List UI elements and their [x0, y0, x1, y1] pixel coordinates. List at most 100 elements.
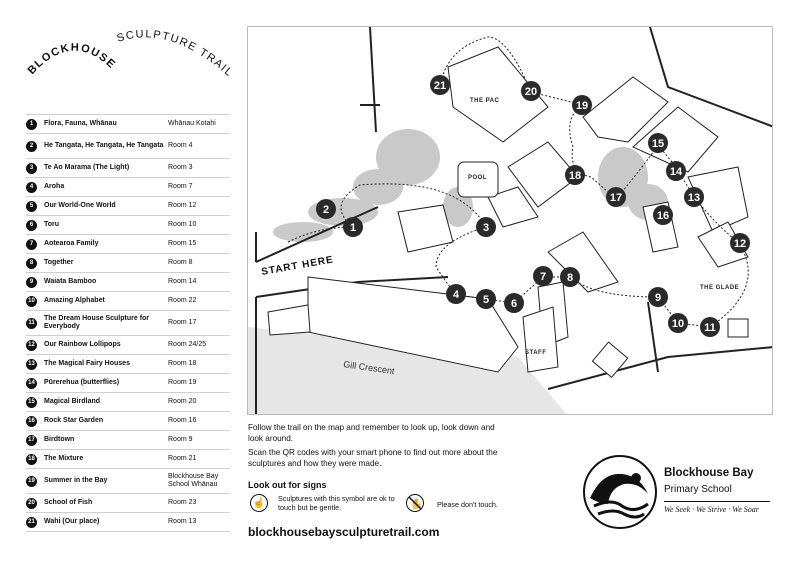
trail-marker-number: 8 — [567, 272, 573, 284]
trail-marker-number: 1 — [350, 222, 356, 234]
trail-marker-number: 11 — [704, 322, 716, 334]
sculpture-room: Room 3 — [168, 164, 193, 171]
svg-text:BLOCKHOUSE BAY: BLOCKHOUSE BAY — [20, 30, 121, 77]
sculpture-room: Room 12 — [168, 202, 197, 209]
label-the-pac: THE PAC — [470, 98, 500, 104]
sculpture-room: Room 4 — [168, 142, 193, 149]
trail-marker: 4 — [446, 284, 466, 304]
sculpture-name: Together — [44, 259, 74, 266]
svg-text:SCULPTURE TRAIL: SCULPTURE TRAIL — [116, 30, 236, 80]
sculpture-name: Magical Birdland — [44, 398, 101, 405]
sculpture-number-badge: 3 — [26, 162, 37, 174]
sculpture-name: School of Fish — [44, 499, 93, 506]
no-touch-sign-text: Please don't touch. — [437, 500, 498, 509]
divider — [664, 501, 770, 502]
sculpture-number-badge: 17 — [26, 434, 37, 446]
sculpture-name: Te Ao Marama (The Light) — [44, 164, 130, 171]
sculpture-name: The Magical Fairy Houses — [44, 360, 130, 367]
label-the-glade: THE GLADE — [700, 285, 739, 291]
sculpture-number-badge: 4 — [26, 181, 37, 193]
trail-marker: 12 — [730, 233, 750, 253]
sculpture-name: Toru — [44, 221, 60, 228]
sculpture-name: Wahi (Our place) — [44, 518, 100, 525]
sculpture-room: Room 21 — [168, 455, 197, 462]
trail-marker: 7 — [533, 266, 553, 286]
trail-marker-number: 9 — [655, 292, 661, 304]
sculpture-row: 19 Summer in the Bay Blockhouse Bay School… — [26, 468, 230, 493]
sculpture-room: Room 20 — [168, 398, 197, 405]
sculpture-number-badge: 16 — [26, 415, 37, 427]
sculpture-name: Birdtown — [44, 436, 75, 443]
trail-marker-number: 20 — [525, 86, 537, 98]
sculpture-room: Room 14 — [168, 278, 197, 285]
trail-marker: 11 — [700, 317, 720, 337]
sculpture-name: Summer in the Bay — [44, 477, 108, 484]
sculpture-number-badge: 2 — [26, 140, 37, 152]
sculpture-number-badge: 14 — [26, 377, 37, 389]
trail-marker: 3 — [476, 217, 496, 237]
sculpture-room: Room 19 — [168, 379, 197, 386]
sculpture-name: Amazing Alphabet — [44, 297, 105, 304]
sculpture-name: The Mixture — [44, 455, 84, 462]
trail-marker: 16 — [653, 205, 673, 225]
sculpture-room: Room 7 — [168, 183, 193, 190]
sculpture-room: Room 15 — [168, 240, 197, 247]
trail-marker-number: 5 — [483, 294, 489, 306]
sculpture-room: Whānau Kotahi — [168, 120, 216, 127]
title-line-1: BLOCKHOUSE BAY — [20, 30, 120, 77]
intro-text-2: Scan the QR codes with your smart phone … — [248, 448, 498, 468]
trail-marker-number: 17 — [610, 192, 622, 204]
sculpture-number-badge: 19 — [26, 475, 37, 487]
trail-marker-number: 10 — [672, 318, 684, 330]
trail-marker: 2 — [316, 199, 336, 219]
road — [248, 327, 567, 414]
sculpture-number-badge: 15 — [26, 396, 37, 408]
trail-marker-number: 19 — [576, 100, 588, 112]
sculpture-row: 4 Aroha Room 7 — [26, 177, 230, 196]
sculpture-room: Room 13 — [168, 518, 197, 525]
sculpture-row: 3 Te Ao Marama (The Light) Room 3 — [26, 158, 230, 177]
sculpture-room: Blockhouse Bay School Whānau — [168, 473, 219, 488]
sculpture-room: Room 23 — [168, 499, 197, 506]
sculpture-number-badge: 8 — [26, 257, 37, 269]
buildings — [267, 46, 749, 379]
sculpture-room: Room 8 — [168, 259, 193, 266]
sculpture-room: Room 24/25 — [168, 341, 207, 348]
no-touch-hand-icon: ✋ — [406, 494, 424, 512]
website-link[interactable]: blockhousebaysculpturetrail.com — [248, 525, 440, 539]
trail-marker-number: 14 — [670, 166, 683, 178]
trail-marker: 17 — [606, 187, 626, 207]
trail-marker: 8 — [560, 267, 580, 287]
trail-marker: 1 — [343, 217, 363, 237]
boundaries — [255, 27, 772, 414]
sculpture-number-badge: 21 — [26, 516, 37, 528]
trail-marker-number: 16 — [657, 210, 669, 222]
trail-marker: 9 — [648, 287, 668, 307]
trail-title: BLOCKHOUSE BAY SCULPTURE TRAIL — [20, 30, 236, 80]
label-staff: STAFF — [525, 350, 546, 356]
sculpture-row: 21 Wahi (Our place) Room 13 — [26, 512, 230, 532]
map-drawing: THE PAC POOL THE GLADE STAFF START HERE … — [248, 27, 772, 414]
sculpture-name: The Dream House Sculpture for Everybody — [44, 315, 150, 330]
sculpture-name: Flora, Fauna, Whānau — [44, 120, 117, 127]
trail-marker-number: 13 — [688, 192, 700, 204]
sculpture-name: Aroha — [44, 183, 65, 190]
sculpture-room: Room 16 — [168, 417, 197, 424]
sculpture-number-badge: 5 — [26, 200, 37, 212]
sculpture-number-badge: 9 — [26, 276, 37, 288]
label-start-here: START HERE — [261, 254, 335, 278]
trail-marker-number: 18 — [569, 170, 581, 182]
sculpture-name: Our Rainbow Lollipops — [44, 341, 121, 348]
